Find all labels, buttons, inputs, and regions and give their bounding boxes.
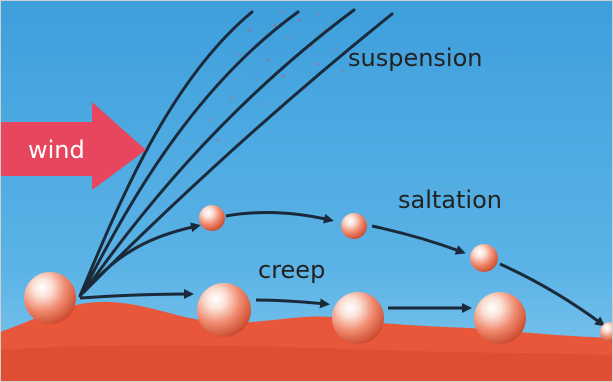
- grain-source: [24, 272, 76, 324]
- grain-creep-1: [197, 283, 251, 337]
- grain-creep-2: [332, 292, 384, 344]
- grain-saltation-1: [199, 205, 225, 231]
- grain-saltation-2: [341, 213, 367, 239]
- grain-saltation-3: [470, 244, 498, 272]
- suspension-label: suspension: [348, 44, 483, 72]
- creep-label: creep: [258, 256, 325, 284]
- wind-label: wind: [28, 136, 85, 164]
- saltation-label: saltation: [398, 186, 502, 214]
- grain-creep-3: [474, 292, 526, 344]
